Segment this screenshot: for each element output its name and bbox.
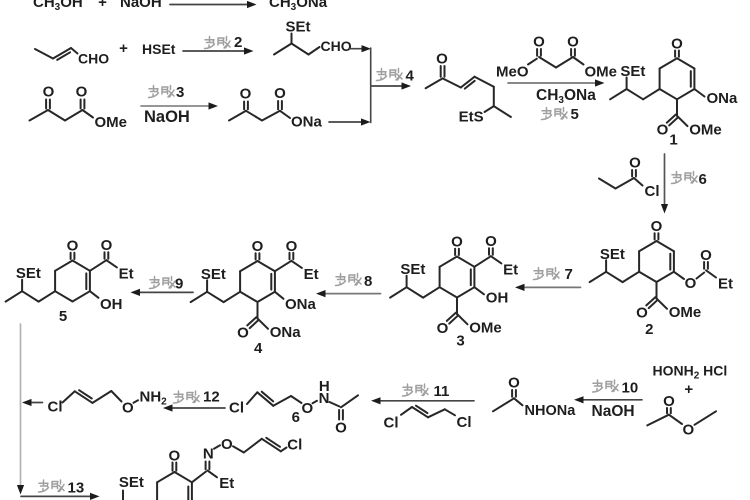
svg-text:O: O — [567, 34, 579, 51]
svg-text:O: O — [335, 420, 347, 437]
svg-text:+: + — [98, 0, 107, 11]
svg-text:SEt: SEt — [119, 474, 144, 491]
svg-text:O: O — [636, 304, 648, 321]
svg-text:10: 10 — [622, 380, 639, 397]
svg-text:CHO: CHO — [78, 51, 109, 67]
svg-text:O: O — [436, 51, 448, 68]
svg-text:O: O — [122, 400, 134, 417]
svg-text:ONa: ONa — [291, 114, 323, 131]
svg-text:11: 11 — [434, 383, 450, 400]
svg-text:OMe: OMe — [689, 121, 722, 138]
svg-text:CH3​ONa: CH3​ONa — [536, 87, 596, 106]
svg-text:8: 8 — [364, 273, 372, 290]
svg-text:O: O — [629, 155, 641, 172]
svg-text:EtS: EtS — [459, 109, 484, 126]
svg-text:ONa: ONa — [285, 296, 317, 313]
svg-text:O: O — [237, 324, 249, 341]
svg-text:CHO: CHO — [321, 38, 352, 54]
svg-text:O: O — [682, 421, 694, 438]
svg-text:6: 6 — [292, 409, 300, 426]
svg-text:SEt: SEt — [286, 19, 311, 36]
svg-text:OH: OH — [486, 289, 509, 306]
svg-text:O: O — [485, 233, 497, 250]
svg-text:7: 7 — [565, 266, 573, 283]
svg-text:O: O — [274, 85, 286, 102]
svg-text:CH3​ONa: CH3​ONa — [269, 0, 328, 13]
svg-text:9: 9 — [175, 275, 183, 292]
svg-text:O: O — [451, 234, 463, 251]
svg-text:Et: Et — [304, 266, 319, 283]
svg-text:ONa: ONa — [707, 90, 739, 107]
svg-text:N: N — [203, 446, 214, 463]
svg-text:Et: Et — [119, 266, 134, 283]
svg-text:+: + — [684, 381, 693, 398]
svg-text:OMe: OMe — [469, 320, 502, 337]
svg-text:NHONa: NHONa — [525, 403, 577, 419]
svg-text:N: N — [319, 390, 330, 407]
svg-text:2: 2 — [645, 321, 653, 338]
svg-text:OH: OH — [100, 296, 123, 313]
svg-text:12: 12 — [203, 389, 220, 406]
svg-text:O: O — [671, 36, 683, 53]
svg-text:O: O — [286, 238, 298, 255]
svg-text:1: 1 — [669, 132, 677, 149]
svg-text:O: O — [663, 393, 675, 410]
svg-text:O: O — [168, 448, 180, 465]
svg-text:NH2​: NH2​ — [140, 389, 168, 408]
svg-text:O: O — [252, 238, 264, 255]
svg-text:13: 13 — [68, 480, 85, 497]
svg-text:OMe: OMe — [95, 114, 128, 131]
svg-text:SEt: SEt — [16, 265, 41, 282]
svg-text:Cl: Cl — [229, 399, 244, 416]
svg-text:Et: Et — [219, 475, 234, 492]
svg-text:NaOH: NaOH — [592, 403, 635, 420]
svg-text:NaOH: NaOH — [144, 108, 190, 126]
svg-text:CH3​OH: CH3​OH — [33, 0, 83, 13]
svg-text:SEt: SEt — [201, 266, 226, 283]
svg-text:O: O — [67, 238, 79, 255]
svg-text:NaOH: NaOH — [120, 0, 162, 11]
svg-text:O: O — [101, 237, 113, 254]
svg-text:OMe: OMe — [669, 304, 702, 321]
svg-text:O: O — [533, 34, 545, 51]
svg-text:5: 5 — [59, 308, 67, 325]
svg-text:Et: Et — [503, 262, 518, 279]
svg-text:HSEt: HSEt — [142, 41, 176, 57]
svg-text:3: 3 — [176, 84, 184, 101]
svg-text:O: O — [700, 247, 712, 264]
svg-text:O: O — [43, 84, 55, 101]
svg-text:O: O — [301, 400, 313, 417]
svg-text:O: O — [508, 375, 520, 392]
svg-text:HONH2​ HCl: HONH2​ HCl — [653, 362, 728, 381]
svg-text:SEt: SEt — [620, 63, 645, 80]
svg-text:+: + — [119, 40, 128, 57]
svg-text:Cl: Cl — [457, 414, 472, 431]
svg-text:MeO: MeO — [496, 64, 529, 81]
svg-text:O: O — [657, 122, 669, 139]
svg-text:ONa: ONa — [270, 324, 302, 341]
svg-text:Cl: Cl — [645, 183, 660, 200]
svg-text:4: 4 — [254, 340, 263, 357]
svg-text:SEt: SEt — [400, 261, 425, 278]
svg-text:O: O — [437, 320, 449, 337]
svg-text:SEt: SEt — [600, 246, 625, 263]
svg-text:Cl: Cl — [48, 398, 63, 415]
svg-text:O: O — [685, 275, 697, 292]
svg-text:H: H — [319, 378, 330, 395]
svg-text:Et: Et — [718, 275, 733, 292]
svg-text:Cl: Cl — [384, 414, 399, 431]
svg-text:O: O — [651, 218, 663, 235]
svg-text:2: 2 — [234, 34, 242, 51]
svg-text:4: 4 — [406, 68, 415, 85]
svg-text:5: 5 — [571, 106, 579, 123]
svg-text:3: 3 — [456, 332, 464, 349]
svg-text:O: O — [76, 84, 88, 101]
svg-text:6: 6 — [699, 171, 707, 188]
svg-text:OMe: OMe — [585, 64, 618, 81]
svg-text:O: O — [240, 86, 252, 103]
svg-text:O: O — [221, 436, 233, 453]
svg-text:Cl: Cl — [287, 436, 302, 453]
